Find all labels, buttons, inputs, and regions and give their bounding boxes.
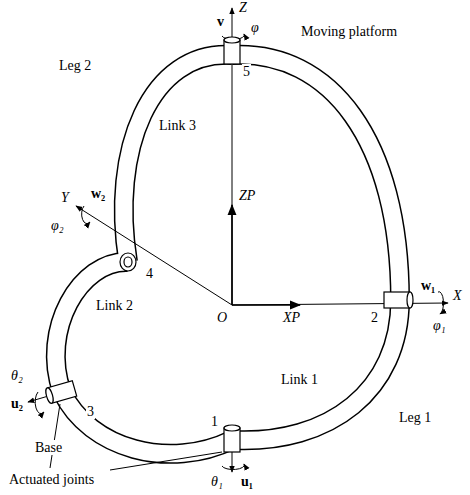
vector-label: u₂ (10, 396, 24, 411)
angle-label: θ₂ (10, 368, 24, 383)
rotation-arrows (35, 34, 443, 470)
part-label: Link 1 (280, 372, 319, 387)
part-label: Leg 1 (398, 410, 432, 425)
part-label: Link 2 (95, 298, 134, 313)
axis-label: XP (282, 310, 301, 325)
angle-label: φ₁ (432, 318, 447, 333)
joint-number: 5 (242, 64, 251, 79)
joint-number: 1 (210, 414, 219, 429)
tube-fill (56, 55, 400, 454)
axis-label: X (452, 288, 463, 303)
part-label: Leg 2 (58, 58, 92, 73)
origin-label: O (216, 310, 228, 325)
vector-label: w₁ (420, 278, 436, 293)
leader-lines (50, 404, 222, 470)
joint-number: 4 (145, 266, 154, 281)
axis-label: ZP (238, 188, 256, 203)
vector-label: w₂ (90, 186, 106, 201)
axis-label: Y (60, 190, 70, 205)
part-label: Actuated joints (8, 472, 95, 487)
angle-label: θ₁ (210, 474, 224, 489)
vector-label: v (216, 14, 225, 29)
joint-number: 3 (86, 404, 95, 419)
part-label: Base (34, 440, 63, 455)
angle-label: φ (250, 20, 260, 35)
tube-outline (56, 55, 400, 454)
part-label: Link 3 (158, 118, 197, 133)
joint-number: 2 (370, 310, 379, 325)
coordinate-axes (28, 8, 448, 472)
vector-label: u₁ (240, 474, 254, 489)
revolute-joints (44, 37, 413, 452)
part-label: Moving platform (300, 24, 398, 39)
angle-label: φ₂ (50, 218, 65, 233)
axis-label: Z (238, 0, 248, 15)
